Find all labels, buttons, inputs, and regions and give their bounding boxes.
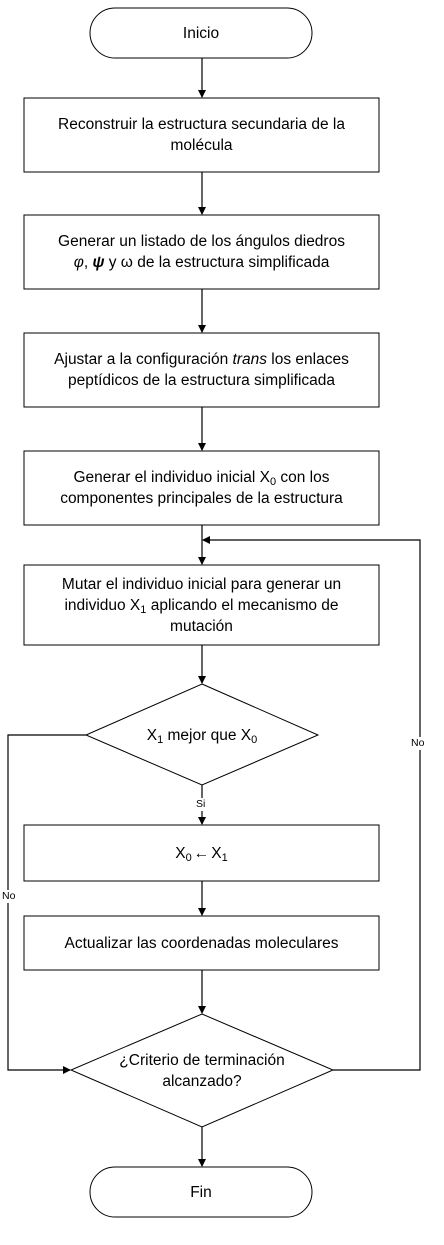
termination-line2: alcanzado?	[162, 1073, 242, 1090]
step-rebuild-shape	[23, 97, 380, 173]
step-mutate-line1: Mutar el individuo inicial para generar …	[61, 575, 342, 593]
step-initial-sub: 0	[269, 476, 277, 488]
step-rebuild-line2: molécula	[170, 137, 233, 154]
step-initial-shape	[23, 450, 380, 526]
swap-sub0: 0	[185, 851, 192, 864]
step-trans-shape	[23, 332, 380, 408]
end-terminator: Fin	[90, 1167, 312, 1217]
decision-x: X	[146, 726, 158, 744]
step-initial-pre: Generar el individuo inicial X	[73, 469, 270, 486]
psi-symbol: ψ	[92, 254, 105, 271]
step-swap: X0←X1	[24, 825, 379, 881]
step-mutate-line3: mutación	[170, 617, 233, 635]
start-terminator-shape	[89, 7, 313, 59]
swap-x1: X	[211, 844, 222, 862]
step-swap-shape	[23, 824, 380, 882]
step-angles-line2-rest: y ω de la estructura simplificada	[104, 254, 330, 271]
decision-sub2: 0	[251, 733, 258, 746]
arrow-decision-no-bypass	[7, 734, 86, 1074]
end-terminator-shape	[89, 1166, 313, 1218]
step-generate-initial: Generar el individuo inicial X0 con los …	[24, 451, 379, 525]
decision-better: X1 mejor que X0	[110, 715, 294, 755]
edge-label-no-left: No	[0, 890, 18, 903]
angles-separator: ,	[83, 254, 93, 271]
step-mutate-sub: 1	[140, 603, 147, 616]
step-trans-post: los enlaces	[266, 351, 349, 368]
edge-label-si: Si	[194, 798, 208, 811]
step-mutate: Mutar el individuo inicial para generar …	[24, 565, 379, 645]
decision-termination: ¿Criterio de terminación alcanzado?	[96, 1048, 308, 1094]
edge-label-no-right: No	[409, 737, 427, 750]
arrow-termination-no-loop	[202, 536, 421, 1071]
step-mutate-post: aplicando el mecanismo de	[146, 596, 339, 614]
step-trans-pre: Ajustar a la configuración	[54, 351, 233, 368]
end-label: Fin	[190, 1183, 212, 1201]
decision-sub1: 1	[157, 733, 164, 746]
start-terminator: Inicio	[90, 8, 312, 58]
step-angles-line1: Generar un listado de los ángulos diedro…	[58, 233, 345, 250]
step-rebuild-line1: Reconstruir la estructura secundaria de …	[58, 116, 345, 133]
swap-sub1: 1	[221, 851, 228, 864]
swap-x0: X	[175, 844, 186, 862]
step-rebuild-structure: Reconstruir la estructura secundaria de …	[24, 98, 379, 172]
step-list-angles: Generar un listado de los ángulos diedro…	[24, 215, 379, 289]
step-update-label: Actualizar las coordenadas moleculares	[64, 934, 339, 952]
start-label: Inicio	[182, 24, 220, 42]
step-trans-emphasis: trans	[232, 351, 267, 368]
step-mutate-pre: individuo X	[64, 596, 141, 614]
step-angles-shape	[23, 214, 380, 290]
decision-mid: mejor que X	[163, 726, 252, 744]
step-update-shape	[23, 915, 380, 971]
step-trans-line2: peptídicos de la estructura simplificada	[67, 372, 336, 389]
step-initial-line2: componentes principales de la estructura	[60, 490, 343, 507]
phi-symbol: φ	[73, 254, 84, 271]
step-initial-post: con los	[276, 469, 330, 486]
step-update-coordinates: Actualizar las coordenadas moleculares	[24, 916, 379, 970]
swap-arrow-icon: ←	[193, 844, 210, 862]
termination-line1: ¿Criterio de terminación	[119, 1052, 285, 1069]
step-trans-configuration: Ajustar a la configuración trans los enl…	[24, 333, 379, 407]
